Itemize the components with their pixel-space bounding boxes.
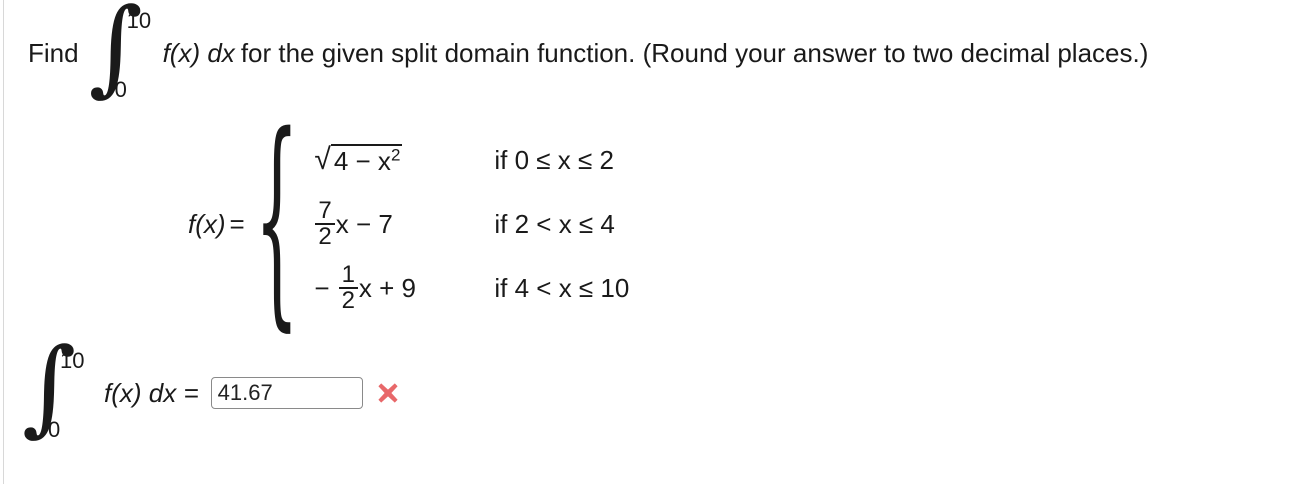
cases-condition-column: if 0 ≤ x ≤ 2 if 2 < x ≤ 4 if 4 < x ≤ 10: [494, 128, 629, 320]
case-expression-3-tail: x + 9: [358, 272, 417, 303]
answer-input[interactable]: [210, 377, 363, 409]
cases-expression-column: √ 4 − x2 7 2 x − 7 − 1 2 x + 9: [314, 128, 482, 320]
negative-sign: −: [314, 272, 330, 303]
square-root-expression: √ 4 − x2: [314, 142, 403, 177]
wrong-x-icon: [378, 383, 398, 403]
cases-grid: √ 4 − x2 7 2 x − 7 − 1 2 x + 9: [314, 128, 629, 320]
radicand: 4 − x2: [330, 143, 403, 177]
prompt-prefix: Find: [28, 37, 79, 68]
fraction-denominator: 2: [338, 287, 358, 313]
integral-glyph: ∫: [88, 0, 143, 107]
integral-glyph: ∫: [22, 325, 77, 447]
equals-sign: =: [229, 208, 245, 239]
case-condition-1: if 0 ≤ x ≤ 2: [494, 144, 614, 175]
case-expression-2: 7 2 x − 7: [314, 192, 482, 256]
fraction-numerator: 7: [318, 196, 332, 224]
integral-symbol-answer: ∫ 10 0: [22, 334, 96, 442]
piecewise-definition: f(x) = { √ 4 − x2 7 2 x − 7 − 1: [188, 90, 630, 354]
fraction-denominator: 2: [315, 223, 335, 249]
integrand-expression: f(x) dx: [162, 37, 235, 68]
integral-upper-limit: 10: [60, 348, 85, 373]
case-condition-3: if 4 < x ≤ 10: [494, 272, 630, 303]
case-expression-3: − 1 2 x + 9: [314, 256, 482, 320]
case-expression-1: √ 4 − x2: [314, 128, 482, 192]
fraction-seven-halves: 7 2: [315, 196, 335, 250]
integral-symbol-prompt: ∫ 10 0: [89, 0, 163, 102]
function-label: f(x): [188, 208, 226, 239]
page-left-border: [3, 0, 4, 484]
fraction-one-half: 1 2: [338, 260, 358, 314]
radical-sign-icon: √: [314, 142, 331, 176]
fraction-numerator: 1: [341, 260, 355, 288]
integral-lower-limit: 0: [48, 417, 61, 442]
radicand-exponent: 2: [390, 144, 401, 164]
case-expression-2-tail: x − 7: [335, 208, 393, 239]
problem-prompt: Find ∫ 10 0 f(x) dx for the given split …: [28, 0, 1149, 102]
prompt-suffix: for the given split domain function. (Ro…: [240, 37, 1149, 68]
answer-expression-label: f(x) dx =: [104, 377, 199, 408]
integral-upper-limit: 10: [126, 8, 152, 33]
case-condition-2: if 2 < x ≤ 4: [494, 208, 615, 239]
answer-row: ∫ 10 0 f(x) dx =: [22, 334, 401, 442]
radicand-text: 4 − x: [333, 145, 391, 176]
integral-lower-limit: 0: [114, 77, 127, 102]
